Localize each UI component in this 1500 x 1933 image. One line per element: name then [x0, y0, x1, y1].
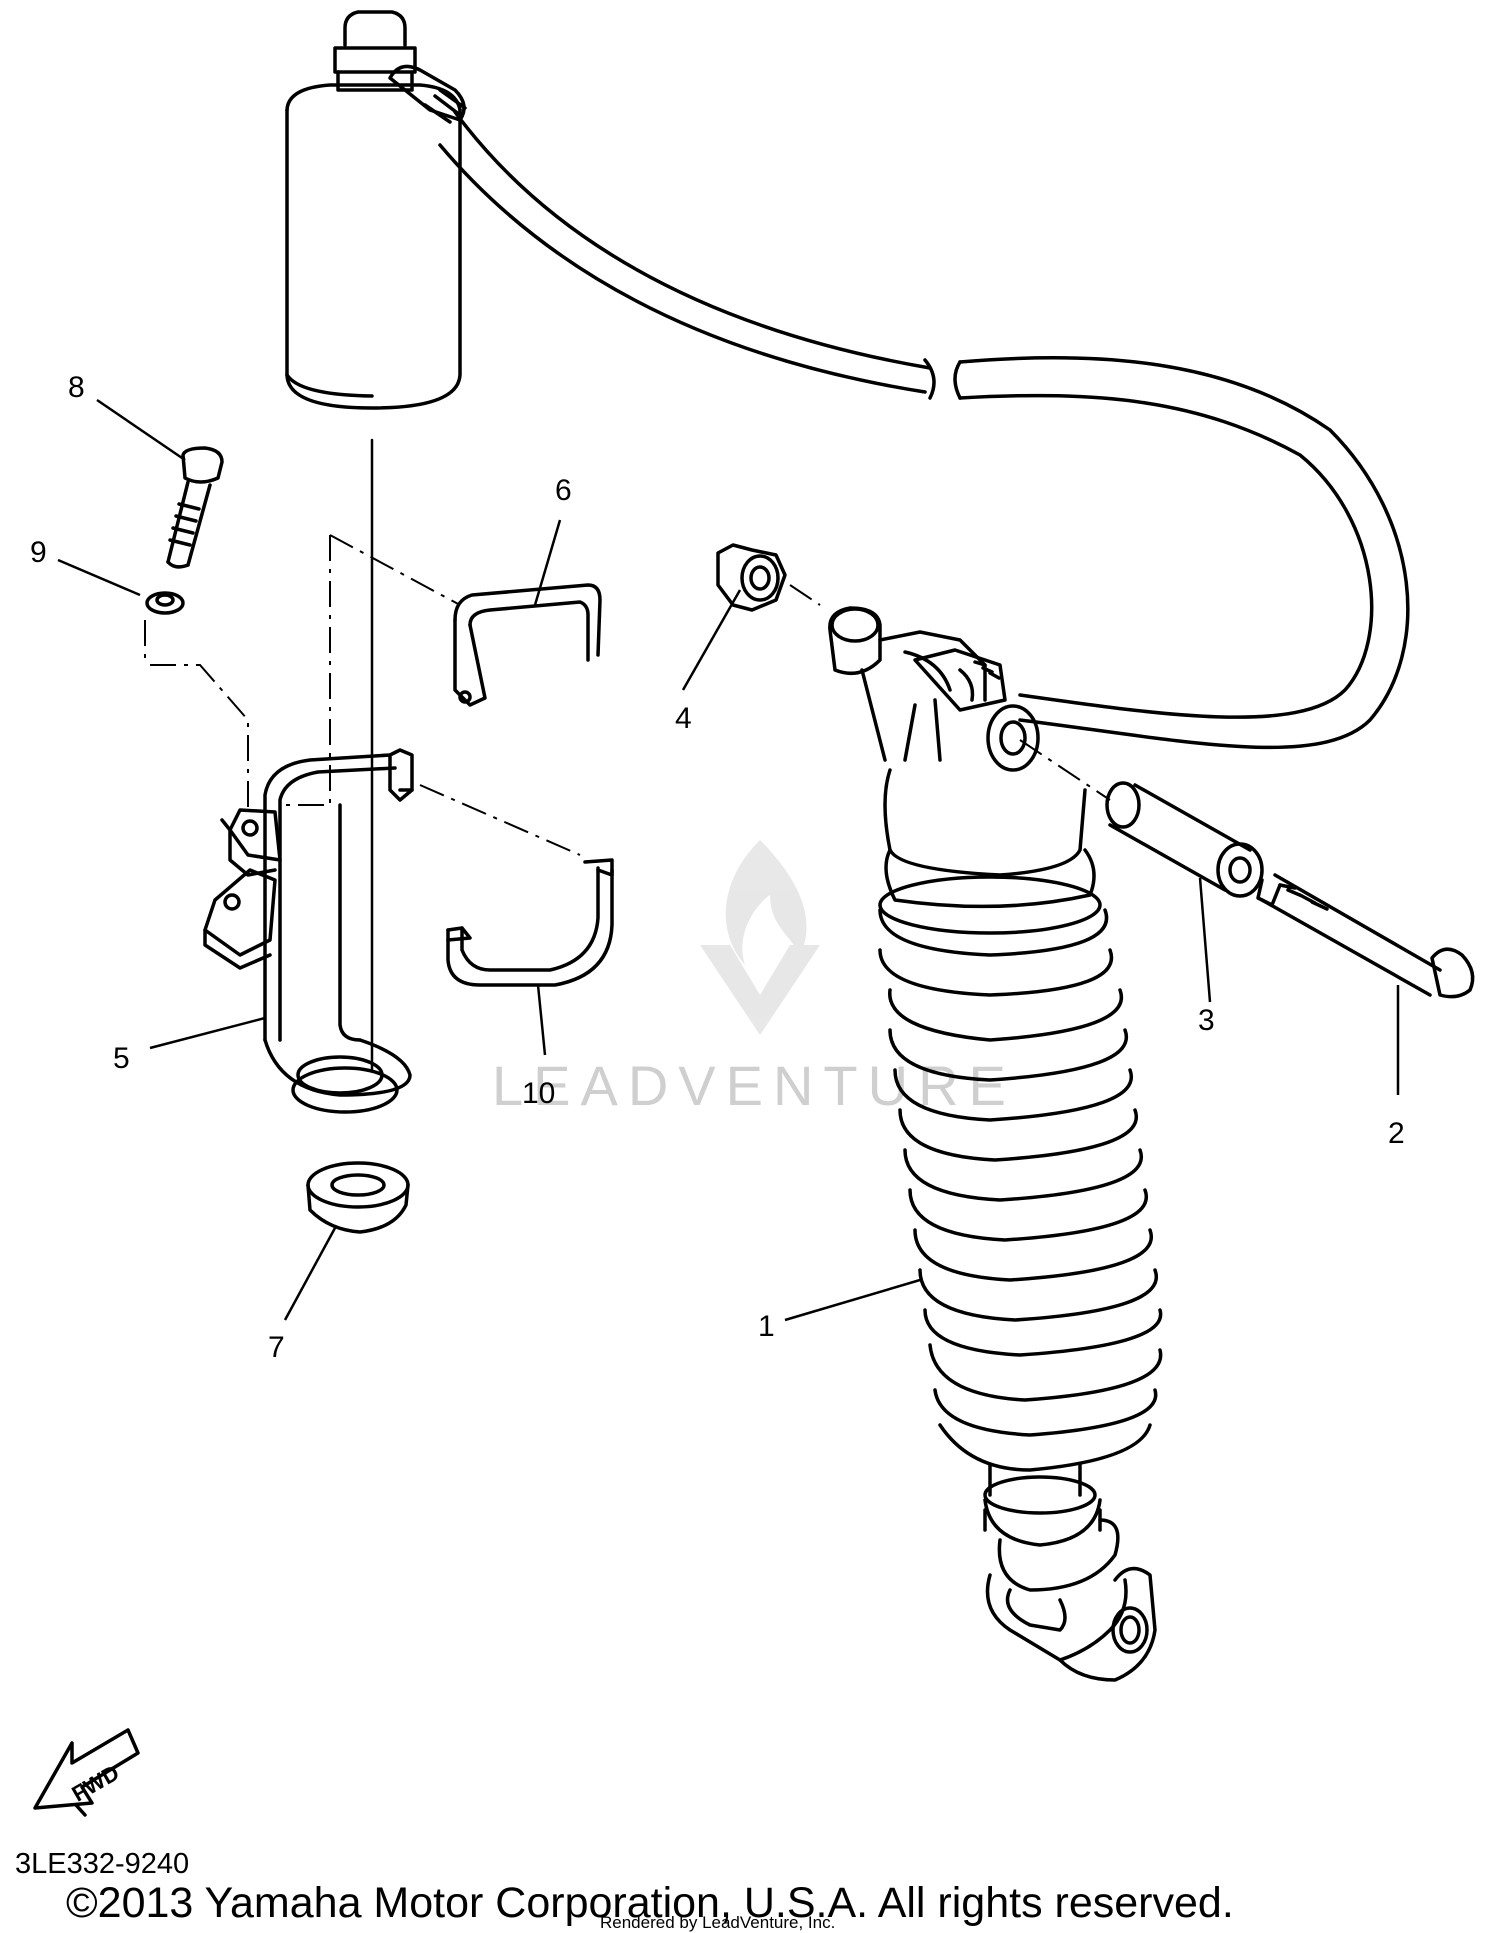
watermark-logo: [700, 840, 820, 1035]
callout-7: 7: [268, 1331, 285, 1364]
callout-1: 1: [758, 1310, 775, 1343]
callout-labels: 1 2 3 4 5 6 7 8 9 10: [30, 371, 1405, 1364]
collar-3: [1105, 781, 1264, 898]
callout-3: 3: [1198, 1004, 1215, 1037]
bolt-8: [166, 446, 224, 569]
part-code: 3LE332-9240: [15, 1848, 189, 1880]
bracket-5: [203, 748, 414, 1114]
hose-fitting-top: [388, 64, 467, 124]
callout-8: 8: [68, 371, 85, 404]
grommet-7: [306, 1161, 410, 1234]
callout-10: 10: [522, 1077, 555, 1110]
callout-4: 4: [675, 702, 692, 735]
washer-9: [145, 591, 185, 615]
fwd-arrow-icon: [33, 1728, 140, 1817]
callout-2: 2: [1388, 1117, 1405, 1150]
callout-9: 9: [30, 536, 47, 569]
rendered-by-notice: Rendered by LeadVenture, Inc.: [600, 1913, 835, 1932]
copyright-notice: ©2013 Yamaha Motor Corporation, U.S.A. A…: [66, 1879, 1234, 1927]
watermark-text: LEADVENTURE: [492, 1054, 1016, 1117]
assembly-guide-lines: [144, 534, 1111, 856]
shock-absorber-1: [828, 606, 1163, 1682]
hose-lower: [953, 355, 1410, 750]
clamp-10: [446, 858, 614, 987]
leader-lines: [57, 398, 1400, 1322]
hose-upper: [438, 110, 932, 394]
clamp-6: [453, 583, 602, 707]
callout-5: 5: [113, 1042, 130, 1075]
callout-6: 6: [555, 474, 572, 507]
nut-4: [716, 543, 787, 612]
bolt-2: [1256, 873, 1475, 999]
